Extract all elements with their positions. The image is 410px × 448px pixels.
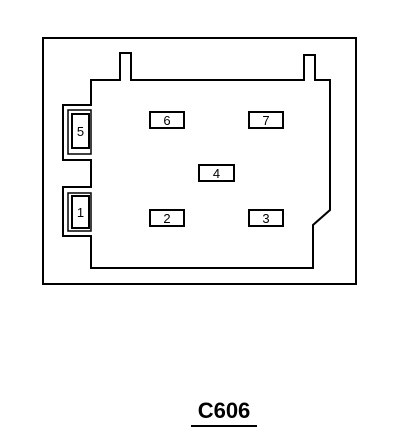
pin-5: 5 xyxy=(71,113,90,149)
pin-4-label: 4 xyxy=(213,166,220,181)
pin-6: 6 xyxy=(149,111,185,129)
pin-5-label: 5 xyxy=(77,124,84,139)
pin-2: 2 xyxy=(149,209,185,227)
pin-4: 4 xyxy=(198,164,235,182)
pin-7: 7 xyxy=(248,111,284,129)
slot-wall-5 xyxy=(67,109,92,155)
connector-title: C606 xyxy=(198,398,251,423)
connector-body-outline xyxy=(62,52,331,269)
pin-2-label: 2 xyxy=(163,211,170,226)
slot-wall-1 xyxy=(67,192,92,232)
pin-6-label: 6 xyxy=(163,113,170,128)
outer-frame xyxy=(42,37,357,285)
pin-3: 3 xyxy=(248,209,284,227)
pin-7-label: 7 xyxy=(262,113,269,128)
pin-1-label: 1 xyxy=(77,205,84,220)
pin-1: 1 xyxy=(71,195,90,229)
pin-3-label: 3 xyxy=(262,211,269,226)
